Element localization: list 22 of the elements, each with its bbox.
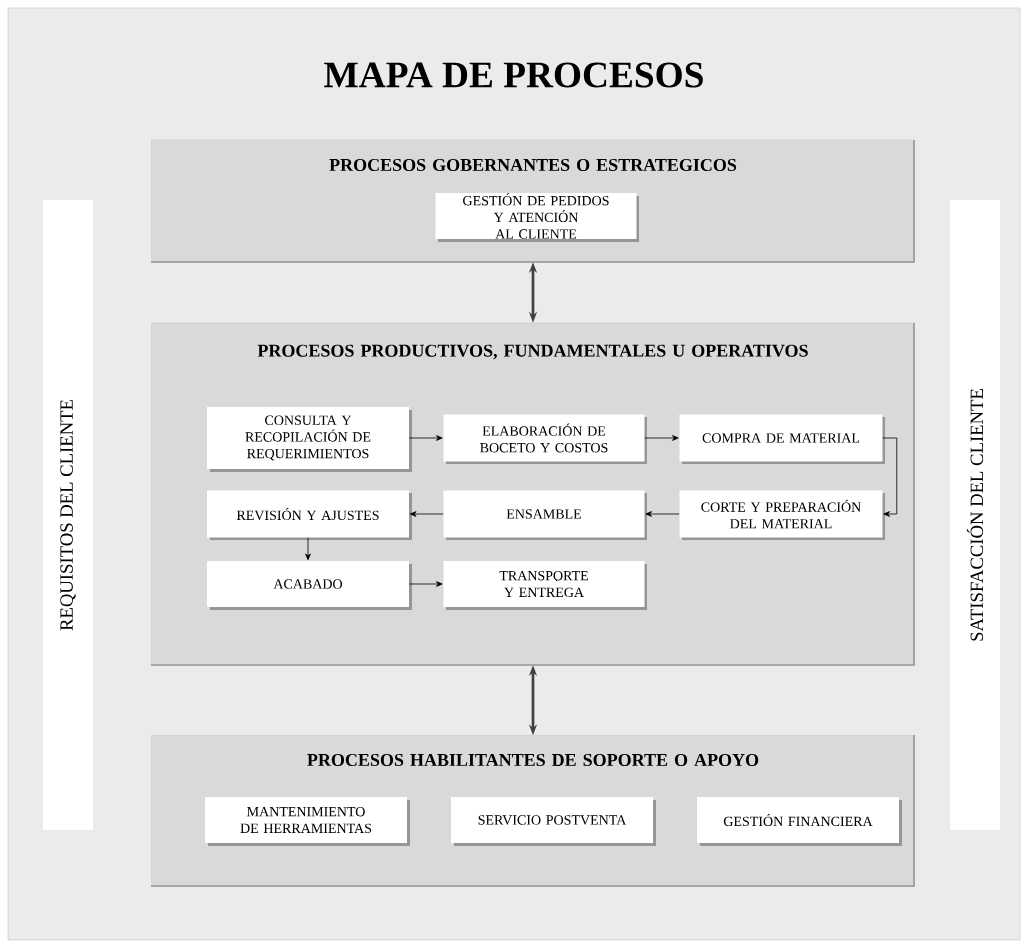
- process-box: SERVICIO POSTVENTA: [451, 797, 656, 846]
- process-box: REVISIÓN Y AJUSTES: [207, 490, 412, 540]
- process-box: ACABADO: [207, 561, 412, 610]
- arrow: [645, 511, 680, 517]
- arrow: [644, 435, 679, 441]
- arrow: [305, 537, 311, 561]
- arrow: [409, 511, 444, 517]
- process-box: TRANSPORTE Y ENTREGA: [443, 561, 647, 610]
- process-box: GESTIÓN DE PEDIDOS Y ATENCIÓN AL CLIENTE: [435, 193, 639, 242]
- process-box: ELABORACIÓN DE BOCETO Y COSTOS: [443, 414, 647, 464]
- process-box: MANTENIMIENTO DE HERRAMIENTAS: [205, 797, 410, 846]
- arrow: [882, 437, 898, 517]
- process-box: CORTE Y PREPARACIÓN DEL MATERIAL: [679, 490, 885, 540]
- arrow: [408, 581, 443, 587]
- title: MAPA DE PROCESOS: [324, 62, 703, 88]
- process-box: COMPRA DE MATERIAL: [679, 414, 885, 464]
- process-box: ENSAMBLE: [443, 490, 647, 540]
- process-box: CONSULTA Y RECOPILACIÓN DE REQUERIMIENTOS: [207, 407, 412, 472]
- side-band: SATISFACCIÓN DEL CLIENTE: [950, 200, 1000, 830]
- side-band: REQUISITOS DEL CLIENTE: [43, 200, 93, 830]
- arrow: [408, 435, 443, 441]
- process-box: GESTIÓN FINANCIERA: [697, 797, 902, 846]
